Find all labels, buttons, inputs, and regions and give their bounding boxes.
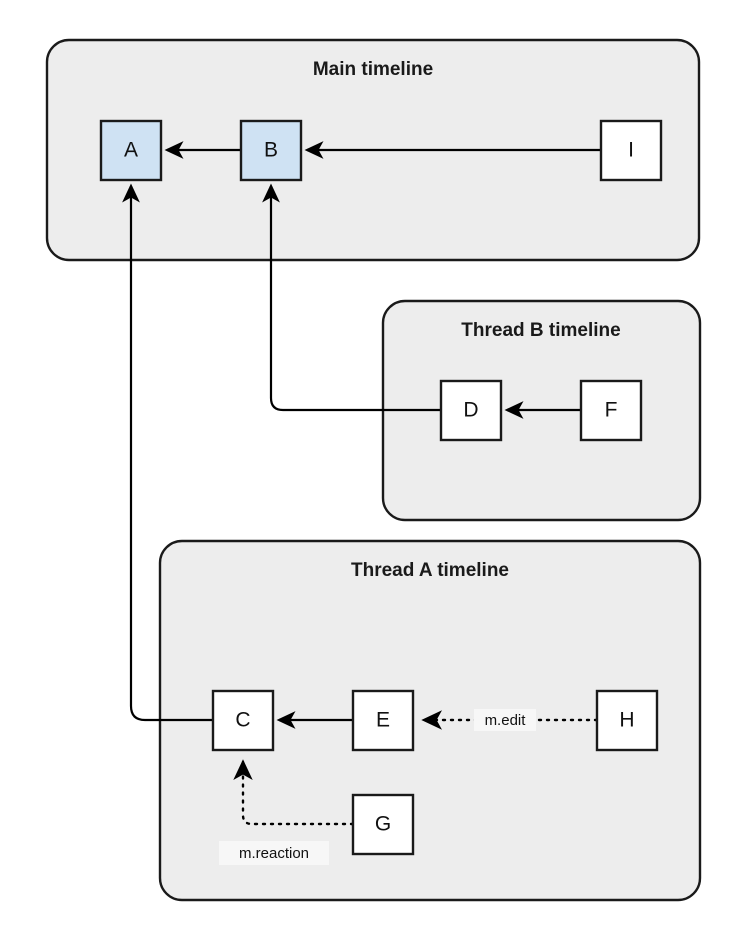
- group-thread-a-timeline-title: Thread A timeline: [351, 560, 509, 581]
- node-a[interactable]: A: [99, 119, 163, 182]
- node-d[interactable]: D: [439, 379, 503, 442]
- node-h-label: H: [619, 709, 634, 732]
- node-f-label: F: [605, 399, 618, 422]
- node-c-label: C: [235, 709, 250, 732]
- node-g-label: G: [375, 813, 391, 836]
- node-a-rect: [99, 119, 163, 182]
- edge-label-m-reaction-bg: [219, 841, 329, 865]
- node-e[interactable]: E: [351, 689, 415, 752]
- edge-labels-layer: m.edit m.reaction: [219, 709, 536, 865]
- node-f-rect: [579, 379, 643, 442]
- node-i-rect: [599, 119, 663, 182]
- group-main-timeline-title: Main timeline: [313, 59, 433, 80]
- node-d-label: D: [463, 399, 478, 422]
- node-c[interactable]: C: [211, 689, 275, 752]
- node-a-label: A: [124, 139, 138, 162]
- node-i-label: I: [628, 139, 634, 162]
- edge-label-m-reaction: m.reaction: [219, 841, 329, 865]
- node-b[interactable]: B: [239, 119, 303, 182]
- edge-label-m-edit-text: m.edit: [485, 712, 527, 729]
- node-f[interactable]: F: [579, 379, 643, 442]
- node-h-rect: [595, 689, 659, 752]
- edge-label-m-edit: m.edit: [474, 709, 536, 731]
- group-thread-b-timeline-title: Thread B timeline: [461, 320, 620, 341]
- node-b-rect: [239, 119, 303, 182]
- node-c-rect: [211, 689, 275, 752]
- edge-label-m-reaction-text: m.reaction: [239, 845, 309, 862]
- node-h[interactable]: H: [595, 689, 659, 752]
- node-g-rect: [351, 793, 415, 856]
- node-g[interactable]: G: [351, 793, 415, 856]
- edge-d-to-b[interactable]: [262, 183, 441, 412]
- node-e-label: E: [376, 709, 390, 732]
- edge-label-m-edit-bg: [474, 709, 536, 731]
- node-e-rect: [351, 689, 415, 752]
- nodes-layer: A B I D F C: [99, 119, 663, 856]
- node-d-rect: [439, 379, 503, 442]
- edges-layer: [122, 141, 601, 826]
- node-b-label: B: [264, 139, 278, 162]
- node-i[interactable]: I: [599, 119, 663, 182]
- edge-c-to-a[interactable]: [122, 183, 213, 722]
